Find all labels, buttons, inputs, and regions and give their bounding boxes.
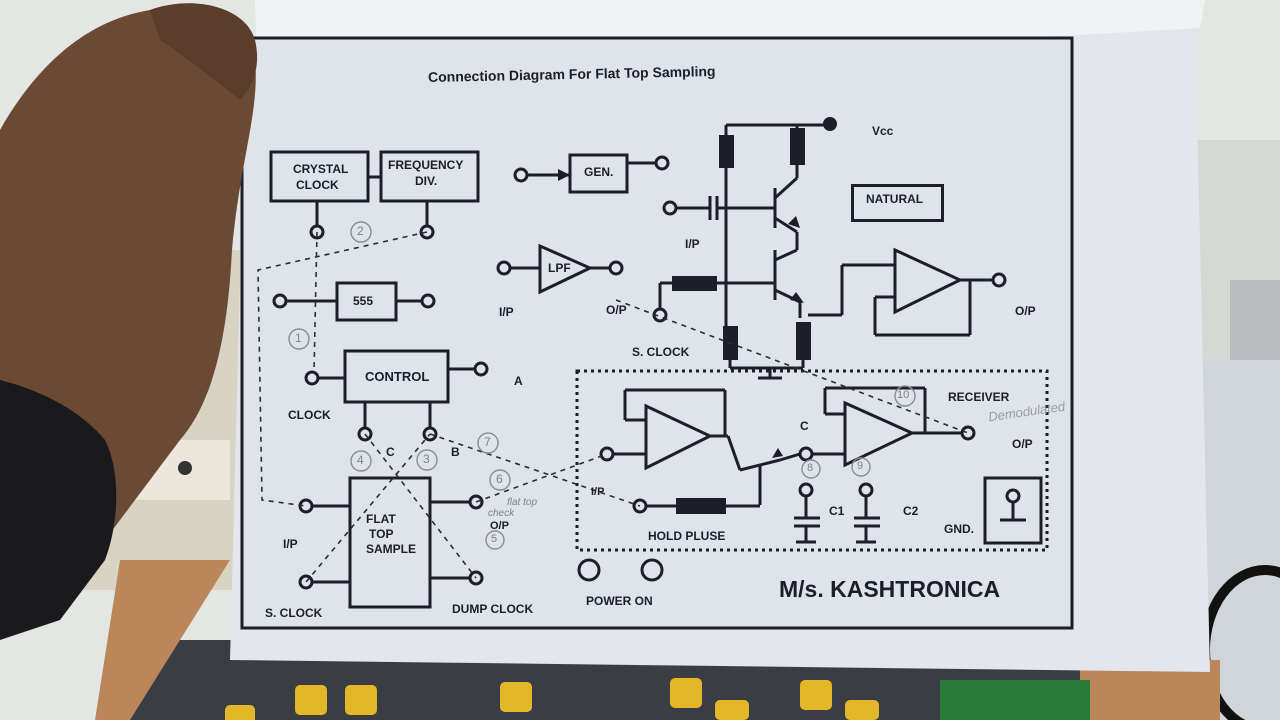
s-clock-top-label: S. CLOCK [632, 345, 690, 359]
c1-label: C1 [829, 504, 845, 518]
a-label: A [514, 374, 523, 388]
pencil-check: check [488, 508, 515, 519]
div-label: DIV. [415, 174, 438, 188]
wood-frame-left [95, 560, 230, 720]
pencil-4: 4 [357, 453, 364, 467]
green-pcb [940, 680, 1090, 720]
flat-input-label: I/P [283, 537, 298, 551]
control-label: CONTROL [365, 369, 430, 384]
pencil-7: 7 [484, 435, 491, 449]
gnd-label: GND. [944, 522, 974, 536]
timer-555-label: 555 [353, 294, 374, 308]
arrow-heads [558, 169, 804, 458]
clock-label: CLOCK [296, 178, 339, 192]
pencil-flat-top: flat top [507, 497, 538, 508]
c2-label: C2 [903, 504, 919, 518]
power-on-label: POWER ON [586, 594, 653, 608]
lpf-label: LPF [548, 261, 571, 275]
pencil-1: 1 [295, 331, 302, 345]
pencil-10: 10 [897, 389, 910, 401]
brand-label: M/s. KASHTRONICA [779, 576, 1001, 602]
gen-box [568, 153, 629, 194]
s-clock-bottom-label: S. CLOCK [265, 606, 323, 620]
pencil-5: 5 [491, 533, 498, 545]
pencil-3: 3 [423, 452, 430, 466]
pencil-9: 9 [857, 460, 864, 472]
pencil-circles [288, 221, 916, 550]
receiver-frame [575, 369, 1049, 552]
c-control-label: C [386, 445, 395, 459]
circuit-lines [269, 123, 1049, 609]
clock-input-label: CLOCK [288, 408, 331, 422]
frequency-label: FREQUENCY [388, 158, 464, 172]
equipment-vent [1230, 280, 1280, 360]
pencil-2: 2 [357, 224, 364, 238]
diagram-border [240, 36, 1074, 630]
receiver-output-label: O/P [1012, 437, 1033, 451]
flat-output-label: O/P [490, 520, 509, 532]
resistors [672, 117, 837, 514]
lpf-input-label: I/P [499, 305, 514, 319]
flat-top-box [348, 476, 432, 609]
natural-box [851, 184, 944, 222]
receiver-label: RECEIVER [948, 390, 1010, 404]
gnd-box [983, 476, 1043, 545]
patch-wires [257, 231, 969, 583]
gen-label: GEN. [584, 165, 614, 179]
natural-label: NATURAL [866, 192, 924, 206]
dump-clock-label: DUMP CLOCK [452, 602, 534, 616]
watch-strap [0, 380, 117, 640]
kit-socket-2 [178, 461, 192, 475]
sample-label: SAMPLE [366, 542, 417, 556]
vcc-label: Vcc [872, 124, 894, 138]
top-label: TOP [369, 527, 394, 541]
hold-pluse-label: HOLD PLUSE [648, 529, 726, 543]
pencil-8: 8 [807, 462, 814, 474]
b-label: B [451, 445, 460, 459]
amp-input-label: I/P [685, 237, 700, 251]
natural-output-label: O/P [1015, 304, 1036, 318]
flat-label: FLAT [366, 512, 396, 526]
yellow-terminals [225, 678, 879, 720]
pencil-6: 6 [496, 472, 503, 486]
c-receiver-label: C [800, 419, 809, 433]
thumb [150, 3, 258, 100]
lpf-output-label: O/P [606, 303, 627, 317]
crystal-label: CRYSTAL [293, 162, 349, 176]
receiver-input-label: I/P [591, 486, 605, 498]
